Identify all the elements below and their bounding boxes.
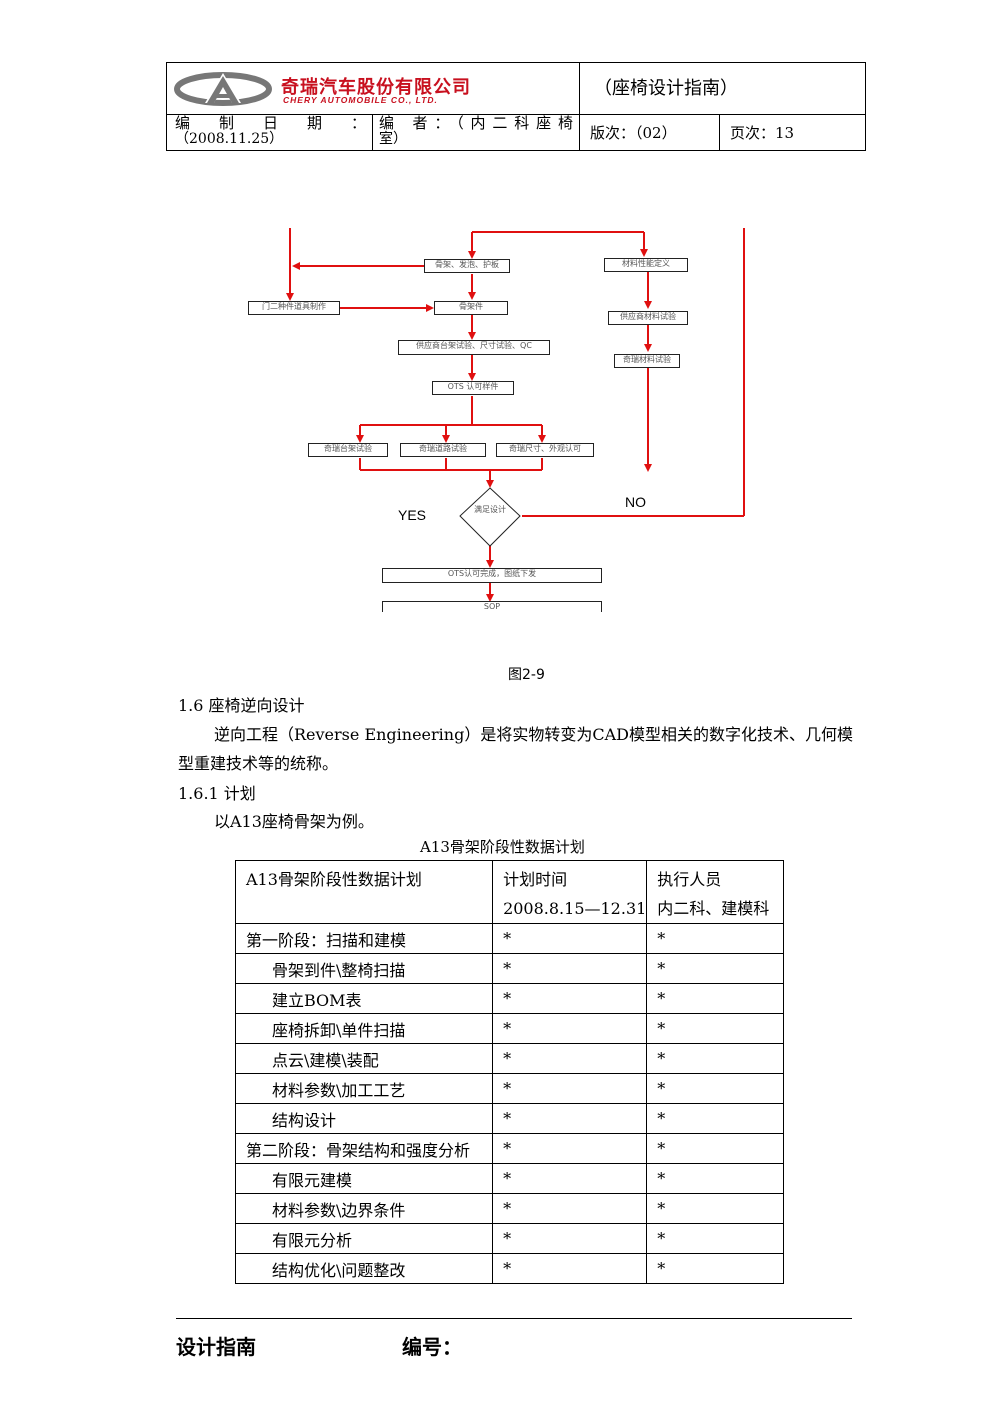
staff-cell: * bbox=[646, 983, 784, 1014]
flow-yes-label: YES bbox=[398, 507, 427, 523]
time-cell: * bbox=[492, 1103, 648, 1134]
chery-logo-icon bbox=[174, 72, 272, 106]
table-header-task: A13骨架阶段性数据计划 bbox=[234, 860, 494, 924]
flow-box-part: 骨架件 bbox=[434, 301, 508, 315]
staff-cell: * bbox=[646, 923, 784, 954]
doc-title: （座椅设计指南） bbox=[594, 78, 738, 99]
task-cell: 有限元建模 bbox=[234, 1163, 494, 1194]
staff-cell: * bbox=[646, 1193, 784, 1224]
table-row: 第一阶段：扫描和建模** bbox=[234, 923, 784, 954]
company-name-en: CHERY AUTOMOBILE CO., LTD. bbox=[283, 95, 438, 105]
table-header-staff-label: 执行人员 bbox=[657, 870, 722, 889]
flow-no-label: NO bbox=[625, 494, 646, 510]
task-cell: 建立BOM表 bbox=[234, 983, 494, 1014]
footer-design-guide: 设计指南 bbox=[176, 1335, 256, 1359]
plan-table: A13骨架阶段性数据计划 计划时间 2008.8.15—12.31 执行人员内二科… bbox=[234, 860, 784, 1284]
table-row: 点云\建模\装配** bbox=[234, 1043, 784, 1074]
flow-box-sop: SOP bbox=[382, 601, 602, 612]
table-row: 座椅拆卸\单件扫描** bbox=[234, 1013, 784, 1044]
page-number-cell: 页次：13 bbox=[730, 124, 795, 142]
staff-cell: * bbox=[646, 1103, 784, 1134]
task-cell: 材料参数\加工工艺 bbox=[234, 1073, 494, 1104]
staff-cell: * bbox=[646, 1043, 784, 1074]
flow-box-chery-material: 奇瑞材料试验 bbox=[614, 354, 680, 368]
flow-box-chery-size: 奇瑞尺寸、外观认可 bbox=[496, 443, 594, 457]
date-value: （2008.11.25） bbox=[175, 131, 284, 147]
flow-box-material-def: 材料性能定义 bbox=[604, 258, 688, 272]
task-cell: 座椅拆卸\单件扫描 bbox=[234, 1013, 494, 1044]
table-caption: A13骨架阶段性数据计划 bbox=[420, 838, 585, 856]
table-header-row: A13骨架阶段性数据计划 计划时间 2008.8.15—12.31 执行人员内二科… bbox=[234, 860, 784, 924]
task-cell: 结构优化\问题整改 bbox=[234, 1253, 494, 1284]
table-header-staff: 执行人员内二科、建模科 bbox=[646, 860, 784, 924]
company-name-cn: 奇瑞汽车股份有限公司 bbox=[281, 77, 471, 98]
task-cell: 骨架到件\整椅扫描 bbox=[234, 953, 494, 984]
author-cell: 编 者：（内二科座椅 室） bbox=[373, 115, 580, 151]
company-logo-cell: 奇瑞汽车股份有限公司 CHERY AUTOMOBILE CO., LTD. bbox=[167, 63, 580, 114]
task-cell: 材料参数\边界条件 bbox=[234, 1193, 494, 1224]
staff-cell: * bbox=[646, 1163, 784, 1194]
time-cell: * bbox=[492, 1013, 648, 1044]
staff-cell: * bbox=[646, 1223, 784, 1254]
table-row: 有限元建模** bbox=[234, 1163, 784, 1194]
staff-cell: * bbox=[646, 1013, 784, 1044]
flow-box-supplier-test: 供应商台架试验、尺寸试验、QC bbox=[398, 340, 550, 355]
time-cell: * bbox=[492, 1133, 648, 1164]
header-row-1: 奇瑞汽车股份有限公司 CHERY AUTOMOBILE CO., LTD. （座… bbox=[167, 63, 865, 115]
task-cell: 有限元分析 bbox=[234, 1223, 494, 1254]
section-heading-1-6: 1.6 座椅逆向设计 bbox=[178, 696, 305, 715]
time-cell: * bbox=[492, 923, 648, 954]
time-cell: * bbox=[492, 1223, 648, 1254]
flow-box-ots: OTS 认可样件 bbox=[432, 381, 514, 395]
date-cell: 编 制 日 期 ： （2008.11.25） bbox=[167, 115, 373, 151]
flow-box-chery-test2: 奇瑞道路试验 bbox=[400, 443, 486, 457]
time-cell: * bbox=[492, 1193, 648, 1224]
figure-caption: 图2-9 bbox=[508, 667, 545, 683]
task-cell: 点云\建模\装配 bbox=[234, 1043, 494, 1074]
table-row: 材料参数\边界条件** bbox=[234, 1193, 784, 1224]
footer-doc-number: 编号： bbox=[402, 1335, 462, 1359]
time-cell: * bbox=[492, 953, 648, 984]
time-cell: * bbox=[492, 1163, 648, 1194]
table-header-time-label: 计划时间 bbox=[503, 870, 568, 889]
staff-cell: * bbox=[646, 953, 784, 984]
table-row: 材料参数\加工工艺** bbox=[234, 1073, 784, 1104]
table-row: 第二阶段：骨架结构和强度分析** bbox=[234, 1133, 784, 1164]
staff-cell: * bbox=[646, 1133, 784, 1164]
example-text: 以A13座椅骨架为例。 bbox=[214, 812, 374, 831]
table-header-time: 计划时间 2008.8.15—12.31 bbox=[492, 860, 648, 924]
version-cell: 版次：（02） bbox=[580, 115, 720, 151]
staff-cell: * bbox=[646, 1073, 784, 1104]
table-row: 建立BOM表** bbox=[234, 983, 784, 1014]
author-value: 室） bbox=[379, 131, 407, 147]
flow-box-material-test: 供应商材料试验 bbox=[608, 311, 688, 325]
reverse-engineering-paragraph: 逆向工程（Reverse Engineering）是将实物转变为CAD模型相关的… bbox=[178, 725, 853, 773]
flow-box-chery-test1: 奇瑞台架试验 bbox=[308, 443, 388, 457]
flow-decision: 满足设计 bbox=[474, 505, 506, 514]
task-cell: 第二阶段：骨架结构和强度分析 bbox=[234, 1133, 494, 1164]
table-row: 结构优化\问题整改** bbox=[234, 1253, 784, 1284]
task-cell: 第一阶段：扫描和建模 bbox=[234, 923, 494, 954]
footer-rule bbox=[176, 1318, 852, 1319]
task-cell: 结构设计 bbox=[234, 1103, 494, 1134]
table-row: 结构设计** bbox=[234, 1103, 784, 1134]
staff-cell: * bbox=[646, 1253, 784, 1284]
author-label: 编 者：（内二科座椅 bbox=[379, 114, 573, 132]
time-cell: * bbox=[492, 1253, 648, 1284]
table-row: 有限元分析** bbox=[234, 1223, 784, 1254]
flow-box-mould: 门二种件道具制作 bbox=[248, 301, 340, 315]
table-header-time-range: 2008.8.15—12.31 bbox=[503, 899, 647, 918]
table-header-staff-value: 内二科、建模科 bbox=[657, 899, 770, 918]
date-label: 编 制 日 期 ： bbox=[175, 114, 366, 132]
flow-box-ots-done: OTS认可完成，图纸下发 bbox=[382, 568, 602, 583]
section-heading-1-6-1: 1.6.1 计划 bbox=[178, 784, 256, 803]
time-cell: * bbox=[492, 983, 648, 1014]
document-header: 奇瑞汽车股份有限公司 CHERY AUTOMOBILE CO., LTD. （座… bbox=[166, 62, 866, 151]
time-cell: * bbox=[492, 1043, 648, 1074]
flow-box-frame: 骨架、发泡、护板 bbox=[424, 259, 510, 273]
time-cell: * bbox=[492, 1073, 648, 1104]
table-row: 骨架到件\整椅扫描** bbox=[234, 953, 784, 984]
